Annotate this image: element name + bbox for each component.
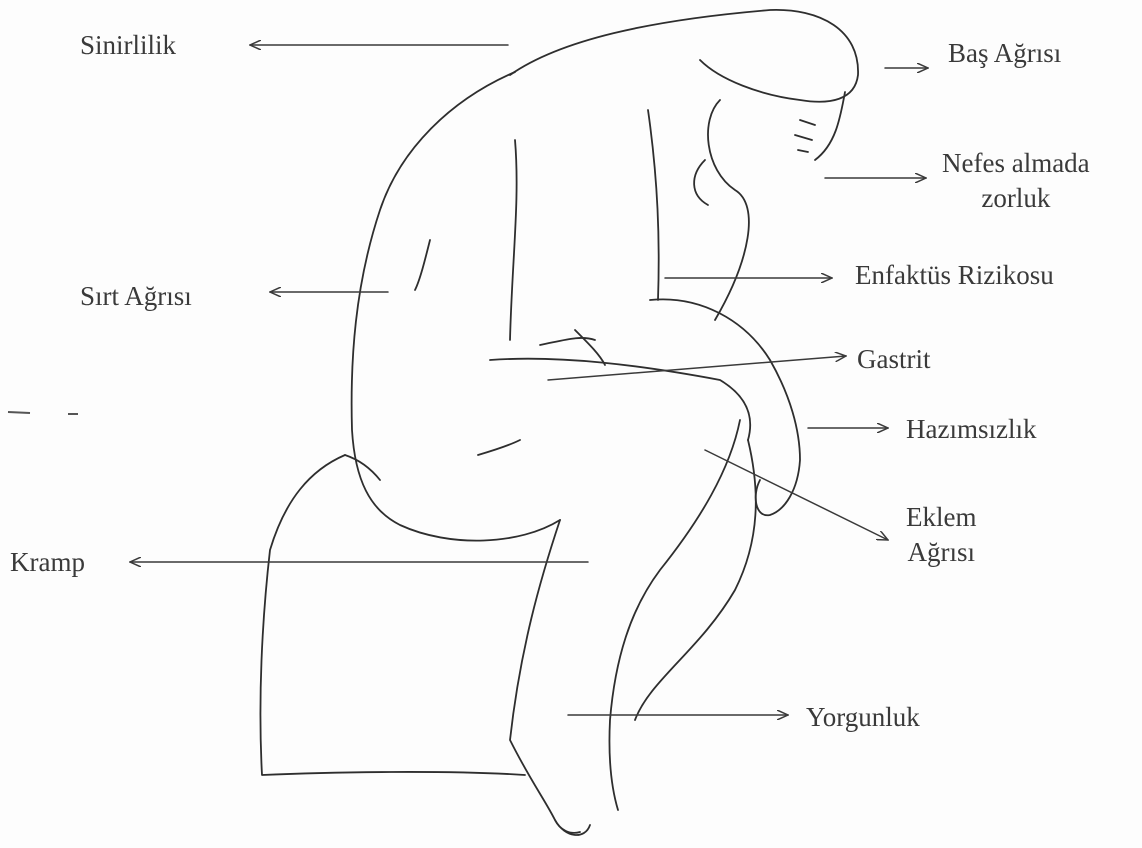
figure-outline <box>260 10 858 835</box>
label-hazimsizlik: Hazımsızlık <box>906 412 1036 447</box>
scan-specks <box>8 412 78 414</box>
label-enfaktus-rizikosu: Enfaktüs Rizikosu <box>855 258 1054 293</box>
label-yorgunluk: Yorgunluk <box>806 700 920 735</box>
label-eklem-line2: Ağrısı <box>906 535 976 570</box>
label-eklem-line1: Eklem <box>906 500 976 535</box>
label-nefes-line2: zorluk <box>942 181 1090 216</box>
label-bas-agrisi: Baş Ağrısı <box>948 36 1061 71</box>
label-sirt-agrisi: Sırt Ağrısı <box>80 279 192 314</box>
label-nefes-line1: Nefes almada <box>942 146 1090 181</box>
arrow-eklem-agrisi <box>705 450 888 540</box>
label-nefes-almada-zorluk: Nefes almada zorluk <box>942 146 1090 216</box>
label-eklem-agrisi: Eklem Ağrısı <box>906 500 976 570</box>
symptom-arrows <box>130 45 928 715</box>
label-sinirlilik: Sinirlilik <box>80 28 176 63</box>
label-gastrit: Gastrit <box>857 342 931 377</box>
label-kramp: Kramp <box>10 545 85 580</box>
